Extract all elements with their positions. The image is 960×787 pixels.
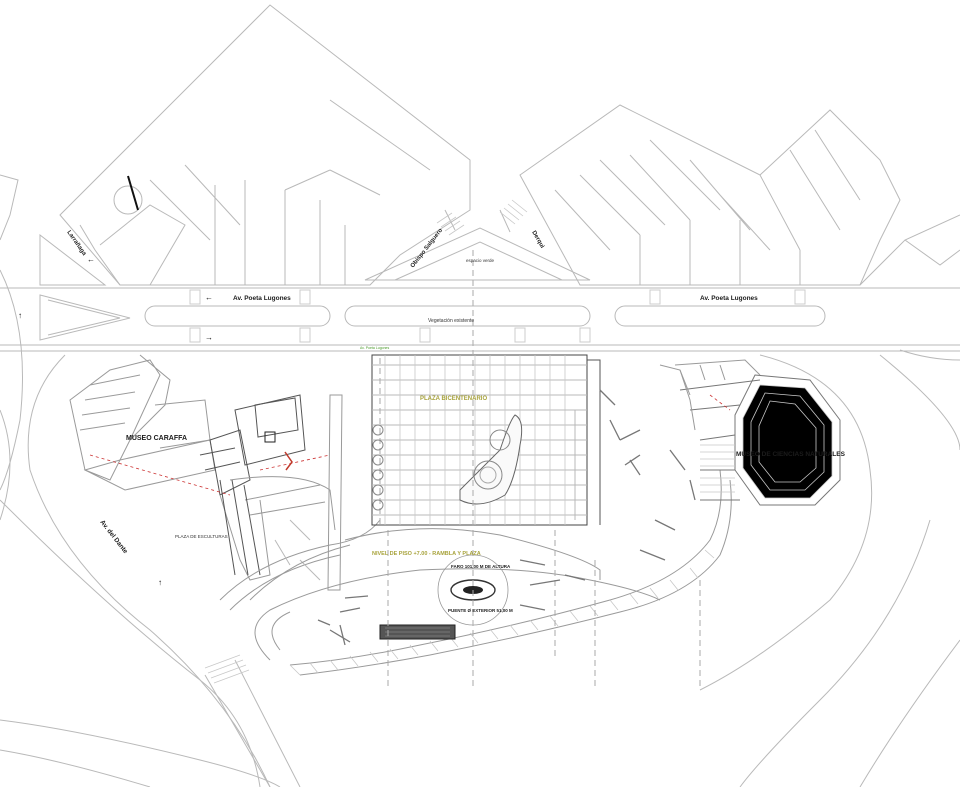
label-puente: PUENTE Ø EXTERIOR 51,00 M: [448, 608, 513, 613]
label-plaza-esculturas: PLAZA DE ESCULTURAS: [175, 534, 228, 539]
rambla-plaza: [249, 250, 732, 690]
svg-text:↑: ↑: [158, 578, 162, 587]
label-vegetacion: Vegetación existente: [428, 318, 474, 324]
plaza-esculturas-area: [219, 519, 381, 611]
roads-west: ↑: [0, 269, 301, 787]
crosswalk-derqui: [499, 199, 528, 225]
label-nivel-piso: NIVEL DE PISO +7.00 - RAMBLA Y PLAZA: [372, 551, 481, 557]
plaza-bicentenario-deck: [371, 354, 601, 526]
benches: [317, 389, 696, 646]
museo-caraffa-building: [69, 354, 343, 591]
svg-text:←: ←: [205, 293, 213, 302]
avenue-lugones: ← → ← ↑: [0, 255, 960, 352]
crosswalk-dante: [204, 654, 250, 684]
street-label-lugones-left: Av. Poeta Lugones: [233, 295, 291, 302]
museo-ciencias-building: [659, 359, 841, 506]
label-museo-ciencias: MUSEO DE CIENCIAS NATURALES: [736, 451, 846, 458]
roads-east: [699, 349, 960, 787]
street-label-salguero: Obispo Salguero: [410, 227, 444, 269]
svg-text:←: ←: [87, 255, 95, 264]
label-plaza-bicentenario: PLAZA BICENTENARIO: [420, 396, 487, 402]
crosswalks-avenue: [189, 289, 806, 343]
crosswalk-salguero: [436, 212, 465, 236]
label-espacio-verde: espacio verde: [466, 258, 495, 263]
tree-row-west: [372, 424, 384, 511]
label-museo-caraffa: MUSEO CARAFFA: [126, 435, 187, 442]
label-faro: FARO 101,00 M DE ALTURA: [451, 564, 511, 569]
label-strip: Av. Poeta Lugones: [360, 346, 390, 350]
street-label-derqui: Derqui: [530, 230, 545, 250]
svg-text:→: →: [205, 333, 213, 342]
street-label-lugones-right: Av. Poeta Lugones: [700, 295, 758, 302]
city-blocks-north: [0, 4, 960, 286]
street-label-dante: Av. del Dante: [98, 519, 129, 555]
svg-text:↑: ↑: [18, 311, 22, 320]
